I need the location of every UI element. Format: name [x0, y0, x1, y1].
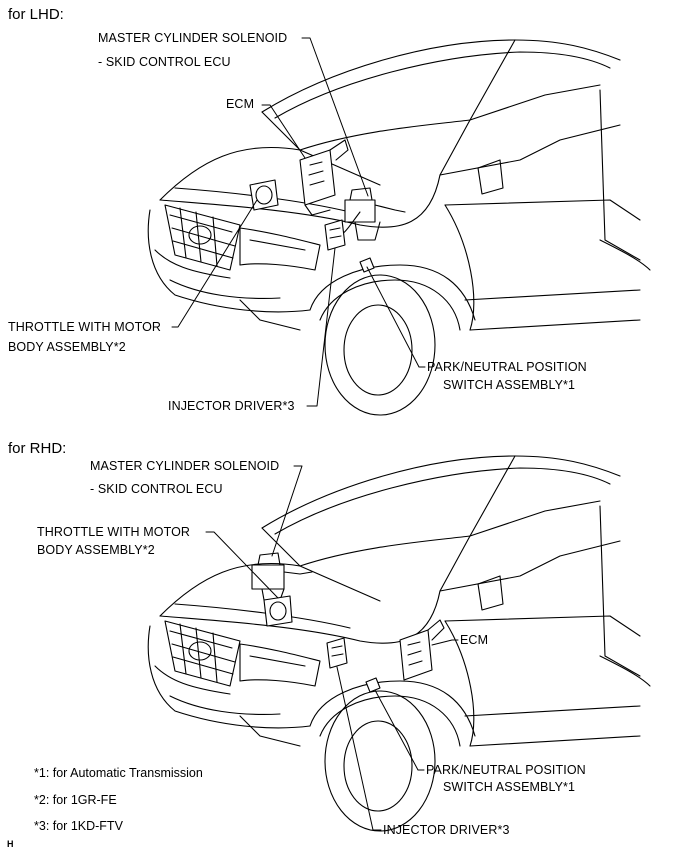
lhd-throttle-label-line1: THROTTLE WITH MOTOR: [8, 320, 162, 334]
footnote-3: *3: for 1KD-FTV: [34, 819, 123, 833]
rhd-vehicle-outline: [147, 455, 651, 832]
rhd-injector-driver-icon: [326, 637, 348, 669]
lhd-park-neutral-switch-icon: [359, 257, 375, 273]
rhd-leader-lines: [205, 465, 459, 831]
lhd-injector-driver-label: INJECTOR DRIVER*3: [168, 399, 295, 413]
rhd-master-cylinder-label-line2: - SKID CONTROL ECU: [90, 482, 223, 496]
rhd-throttle-label-line2: BODY ASSEMBLY*2: [37, 543, 155, 557]
rhd-throttle-label-line1: THROTTLE WITH MOTOR: [37, 525, 191, 539]
rhd-master-cylinder-icon: [251, 552, 313, 601]
lhd-vehicle-outline: [147, 39, 651, 416]
lhd-throttle-label-line2: BODY ASSEMBLY*2: [8, 340, 126, 354]
lhd-park-neutral-label-line1: PARK/NEUTRAL POSITION: [427, 360, 587, 374]
lhd-heading: for LHD:: [8, 6, 64, 23]
lhd-injector-driver-icon: [324, 219, 346, 251]
footnote-1: *1: for Automatic Transmission: [34, 766, 203, 780]
footnote-2: *2: for 1GR-FE: [34, 793, 117, 807]
rhd-ecm-label: ECM: [460, 633, 489, 647]
rhd-park-neutral-label-line2: SWITCH ASSEMBLY*1: [443, 780, 576, 794]
rhd-heading: for RHD:: [8, 440, 67, 457]
corner-mark: H: [7, 839, 14, 849]
lhd-park-neutral-label-line2: SWITCH ASSEMBLY*1: [443, 378, 576, 392]
lhd-master-cylinder-label-line1: MASTER CYLINDER SOLENOID: [98, 31, 288, 45]
rhd-injector-driver-label: INJECTOR DRIVER*3: [383, 823, 510, 837]
rhd-throttle-body-icon: [263, 595, 293, 627]
lhd-ecm-label: ECM: [226, 97, 255, 111]
lhd-throttle-body-icon: [249, 179, 279, 211]
lhd-master-cylinder-icon: [334, 187, 406, 241]
rhd-ecm-icon: [399, 619, 445, 681]
lhd-ecm-icon: [299, 139, 349, 216]
lhd-leader-lines: [171, 37, 426, 407]
rhd-park-neutral-switch-icon: [365, 677, 381, 693]
lhd-master-cylinder-label-line2: - SKID CONTROL ECU: [98, 55, 231, 69]
rhd-park-neutral-label-line1: PARK/NEUTRAL POSITION: [426, 763, 586, 777]
rhd-master-cylinder-label-line1: MASTER CYLINDER SOLENOID: [90, 459, 280, 473]
